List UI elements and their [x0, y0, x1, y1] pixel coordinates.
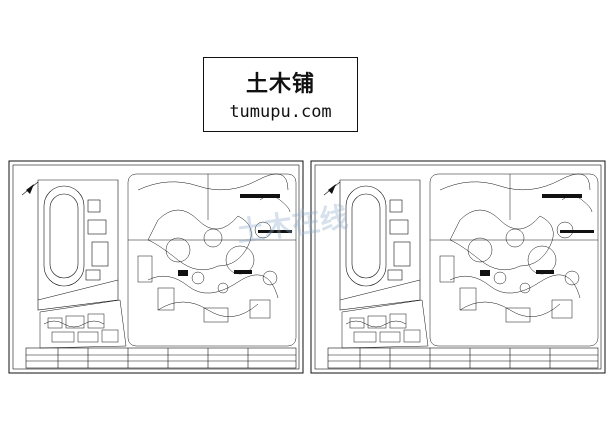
logo-title: 土木铺: [245, 72, 315, 97]
north-arrow-icon: [21, 181, 39, 196]
site-logo-box: 土木铺 tumupu.com: [203, 57, 358, 132]
drawing-sheet-left: [8, 160, 304, 374]
drawing-sheet-right: [310, 160, 606, 374]
hatched-features: [178, 194, 292, 276]
building-cluster: [39, 299, 127, 349]
sports-field-area: [37, 179, 119, 311]
logo-url: tumupu.com: [229, 102, 332, 122]
sports-field-area: [339, 179, 421, 311]
hatched-features: [480, 194, 594, 276]
north-arrow-icon: [323, 181, 341, 196]
title-block: [327, 347, 599, 369]
building-cluster: [341, 299, 429, 349]
title-block: [25, 347, 297, 369]
